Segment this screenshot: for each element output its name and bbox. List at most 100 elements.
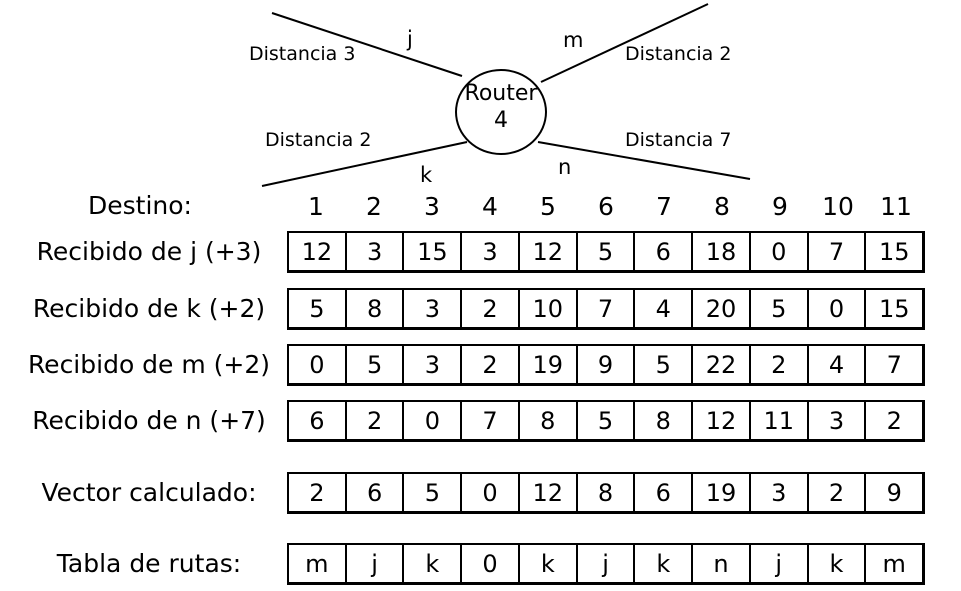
vector-cell: 3 [748,474,807,511]
vector-cell: n [691,545,749,582]
vector-cell: 5 [575,233,634,270]
vector-cell: 6 [633,233,691,270]
vector-cell: 8 [344,290,403,327]
vector-cell: 3 [460,233,518,270]
vector-cell: 2 [748,346,807,383]
received-from-k-label: Recibido de k (+2) [32,294,266,323]
vector-cell: 20 [691,290,749,327]
link-label-n: n [558,155,572,179]
vector-cell: 22 [691,346,749,383]
destino-label: Destino: [88,191,192,220]
link-line-j [271,12,463,77]
computed-vector-label: Vector calculado: [41,478,257,507]
vector-cell: k [806,545,865,582]
vector-cell: 5 [344,346,403,383]
vector-cell: 3 [402,290,460,327]
destination-number: 7 [656,192,672,221]
destination-header: 1 2 3 4 5 6 7 8 9 10 11 [287,190,925,224]
vector-cell: 6 [344,474,403,511]
destination-number: 5 [540,192,556,221]
vector-cell: 2 [309,478,325,507]
vector-cell: k [517,545,576,582]
vector-cell: 0 [460,474,518,511]
vector-cell: 15 [402,233,460,270]
vector-cell: 3 [806,402,865,439]
distance-label-m: Distancia 2 [625,43,732,65]
vector-cell: 0 [460,545,518,582]
received-from-m-label: Recibido de m (+2) [27,350,271,379]
link-line-k [261,141,468,187]
vector-cell: k [633,545,691,582]
destination-number: 10 [822,192,854,221]
vector-cell: 2 [344,402,403,439]
vector-cell: 0 [806,290,865,327]
vector-cell: 9 [864,474,922,511]
vector-cell: 8 [633,402,691,439]
vector-cell: 4 [633,290,691,327]
vector-cell: 5 [633,346,691,383]
vector-cell: 6 [633,474,691,511]
vector-cell: j [748,545,807,582]
routing-table-label: Tabla de rutas: [56,549,242,578]
vector-cell: j [575,545,634,582]
vector-cell: 2 [460,290,518,327]
distance-label-k: Distancia 2 [265,129,372,151]
router-node: Router 4 [455,69,547,155]
destination-number: 9 [772,192,788,221]
vector-cell: 0 [309,350,325,379]
vector-cell: 15 [864,233,922,270]
link-label-k: k [420,163,433,187]
router-name: Router [464,81,538,106]
router-diagram: Router 4 Distancia 3 j m Distancia 2 Dis… [0,0,961,200]
vector-cell: 9 [575,346,634,383]
vector-cell: k [402,545,460,582]
router-number: 4 [494,108,508,133]
vector-cell: 5 [402,474,460,511]
destination-number: 4 [482,192,498,221]
destination-number: 11 [880,192,912,221]
vector-cell: 0 [402,402,460,439]
link-lines [261,3,751,187]
vector-cell: 2 [806,474,865,511]
vector-cell: 5 [748,290,807,327]
vector-cell: 12 [691,402,749,439]
distance-label-j: Distancia 3 [249,43,356,65]
vector-cell: 12 [301,237,333,266]
vector-cell: 12 [517,233,576,270]
link-label-m: m [563,28,584,52]
vector-cell: 6 [309,406,325,435]
destination-number: 2 [366,192,382,221]
vector-cell: 7 [806,233,865,270]
vector-cell: 19 [517,346,576,383]
vector-cell: 18 [691,233,749,270]
vector-cell: 12 [517,474,576,511]
vector-cell: m [305,549,329,578]
vector-cell: 3 [402,346,460,383]
vector-cell: 2 [864,402,922,439]
link-line-n [537,141,751,180]
distance-label-n: Distancia 7 [625,129,732,151]
vector-cell: 5 [309,294,325,323]
link-label-j: j [407,27,413,51]
vector-cell: 11 [748,402,807,439]
vector-cell: 15 [864,290,922,327]
vector-cell: 0 [748,233,807,270]
vector-cell: 7 [864,346,922,383]
received-from-j-label: Recibido de j (+3) [36,237,262,266]
destination-number: 6 [598,192,614,221]
vector-cell: 2 [460,346,518,383]
vector-cell: 5 [575,402,634,439]
vector-cell: j [344,545,403,582]
vector-cell: 8 [575,474,634,511]
destination-number: 1 [308,192,324,221]
vector-cell: 7 [460,402,518,439]
vector-cell: 7 [575,290,634,327]
link-line-m [540,3,709,83]
vector-cell: 3 [344,233,403,270]
vector-cell: 8 [517,402,576,439]
